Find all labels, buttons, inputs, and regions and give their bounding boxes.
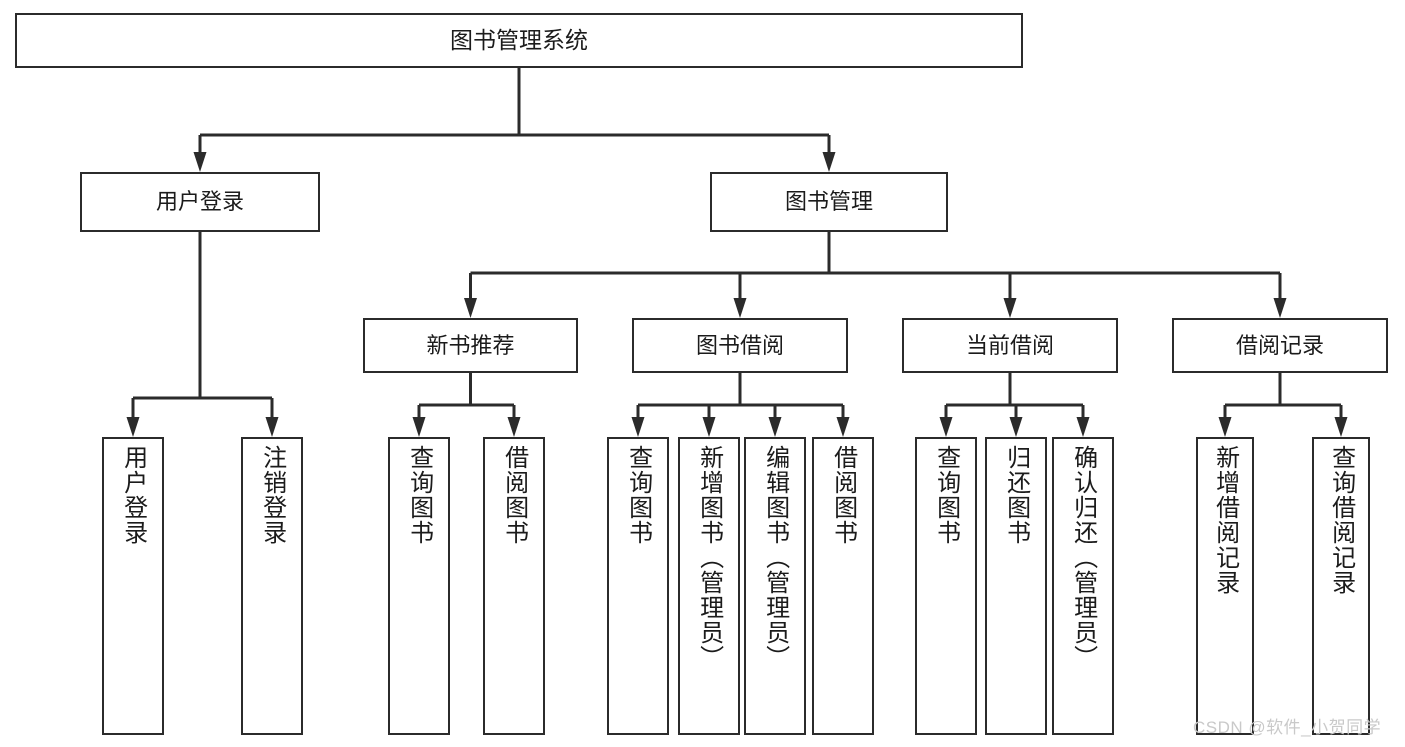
node-borrow[interactable]: 图书借阅 bbox=[632, 318, 848, 373]
node-newbook[interactable]: 新书推荐 bbox=[363, 318, 578, 373]
arrowhead-leaf-cur-query bbox=[939, 417, 953, 437]
arrowhead-leaf-new-borrow bbox=[507, 417, 521, 437]
node-leaf-bq-edit[interactable]: 编辑图书（管理员） bbox=[744, 437, 806, 735]
node-label-login: 用户登录 bbox=[155, 189, 244, 215]
node-leaf-new-query[interactable]: 查询图书 bbox=[388, 437, 450, 735]
node-label-leaf-bq-borrow: 借阅图书 bbox=[829, 445, 857, 545]
node-label-leaf-cur-query: 查询图书 bbox=[932, 445, 960, 545]
arrowhead-leaf-user-login bbox=[126, 417, 140, 437]
node-bookmgmt[interactable]: 图书管理 bbox=[710, 172, 948, 232]
arrowhead-leaf-rec-query bbox=[1334, 417, 1348, 437]
watermark-label: CSDN @软件_小贺同学 bbox=[1193, 718, 1382, 737]
arrowhead-bookmgmt bbox=[822, 152, 836, 172]
node-leaf-cur-return[interactable]: 归还图书 bbox=[985, 437, 1047, 735]
node-label-leaf-new-query: 查询图书 bbox=[405, 445, 433, 545]
node-leaf-user-login[interactable]: 用户登录 bbox=[102, 437, 164, 735]
arrowhead-borrow bbox=[733, 298, 747, 318]
node-leaf-cur-confirm[interactable]: 确认归还（管理员） bbox=[1052, 437, 1114, 735]
node-label-leaf-bq-add: 新增图书（管理员） bbox=[695, 445, 723, 670]
arrowhead-login bbox=[193, 152, 207, 172]
arrowhead-leaf-rec-add bbox=[1218, 417, 1232, 437]
node-label-leaf-cur-confirm: 确认归还（管理员） bbox=[1069, 445, 1097, 670]
node-leaf-rec-add[interactable]: 新增借阅记录 bbox=[1196, 437, 1254, 735]
node-label-leaf-user-login: 用户登录 bbox=[119, 445, 147, 545]
arrowhead-leaf-cur-return bbox=[1009, 417, 1023, 437]
node-label-leaf-cur-return: 归还图书 bbox=[1002, 445, 1030, 545]
node-login[interactable]: 用户登录 bbox=[80, 172, 320, 232]
node-leaf-user-logout[interactable]: 注销登录 bbox=[241, 437, 303, 735]
arrowhead-leaf-new-query bbox=[412, 417, 426, 437]
node-leaf-bq-borrow[interactable]: 借阅图书 bbox=[812, 437, 874, 735]
node-leaf-rec-query[interactable]: 查询借阅记录 bbox=[1312, 437, 1370, 735]
arrowhead-leaf-bq-edit bbox=[768, 417, 782, 437]
node-records[interactable]: 借阅记录 bbox=[1172, 318, 1388, 373]
node-label-leaf-new-borrow: 借阅图书 bbox=[500, 445, 528, 545]
node-label-bookmgmt: 图书管理 bbox=[784, 189, 873, 215]
arrowhead-current bbox=[1003, 298, 1017, 318]
node-label-newbook: 新书推荐 bbox=[426, 332, 515, 358]
arrowhead-records bbox=[1273, 298, 1287, 318]
node-root[interactable]: 图书管理系统 bbox=[15, 13, 1023, 68]
node-label-current: 当前借阅 bbox=[965, 332, 1054, 358]
node-label-leaf-bq-edit: 编辑图书（管理员） bbox=[761, 445, 789, 670]
arrowhead-leaf-bq-add bbox=[702, 417, 716, 437]
arrowhead-leaf-cur-confirm bbox=[1076, 417, 1090, 437]
node-label-root: 图书管理系统 bbox=[450, 26, 588, 53]
arrowhead-newbook bbox=[464, 298, 477, 318]
node-leaf-cur-query[interactable]: 查询图书 bbox=[915, 437, 977, 735]
node-label-borrow: 图书借阅 bbox=[695, 332, 784, 358]
node-leaf-bq-query[interactable]: 查询图书 bbox=[607, 437, 669, 735]
arrowhead-leaf-bq-borrow bbox=[836, 417, 850, 437]
node-current[interactable]: 当前借阅 bbox=[902, 318, 1118, 373]
node-label-leaf-user-logout: 注销登录 bbox=[258, 445, 286, 545]
arrowhead-leaf-bq-query bbox=[631, 417, 645, 437]
node-leaf-bq-add[interactable]: 新增图书（管理员） bbox=[678, 437, 740, 735]
node-label-leaf-bq-query: 查询图书 bbox=[624, 445, 652, 545]
node-label-records: 借阅记录 bbox=[1235, 332, 1324, 358]
arrowhead-leaf-user-logout bbox=[265, 417, 279, 437]
node-leaf-new-borrow[interactable]: 借阅图书 bbox=[483, 437, 545, 735]
node-label-leaf-rec-query: 查询借阅记录 bbox=[1327, 445, 1355, 595]
node-label-leaf-rec-add: 新增借阅记录 bbox=[1211, 445, 1239, 595]
